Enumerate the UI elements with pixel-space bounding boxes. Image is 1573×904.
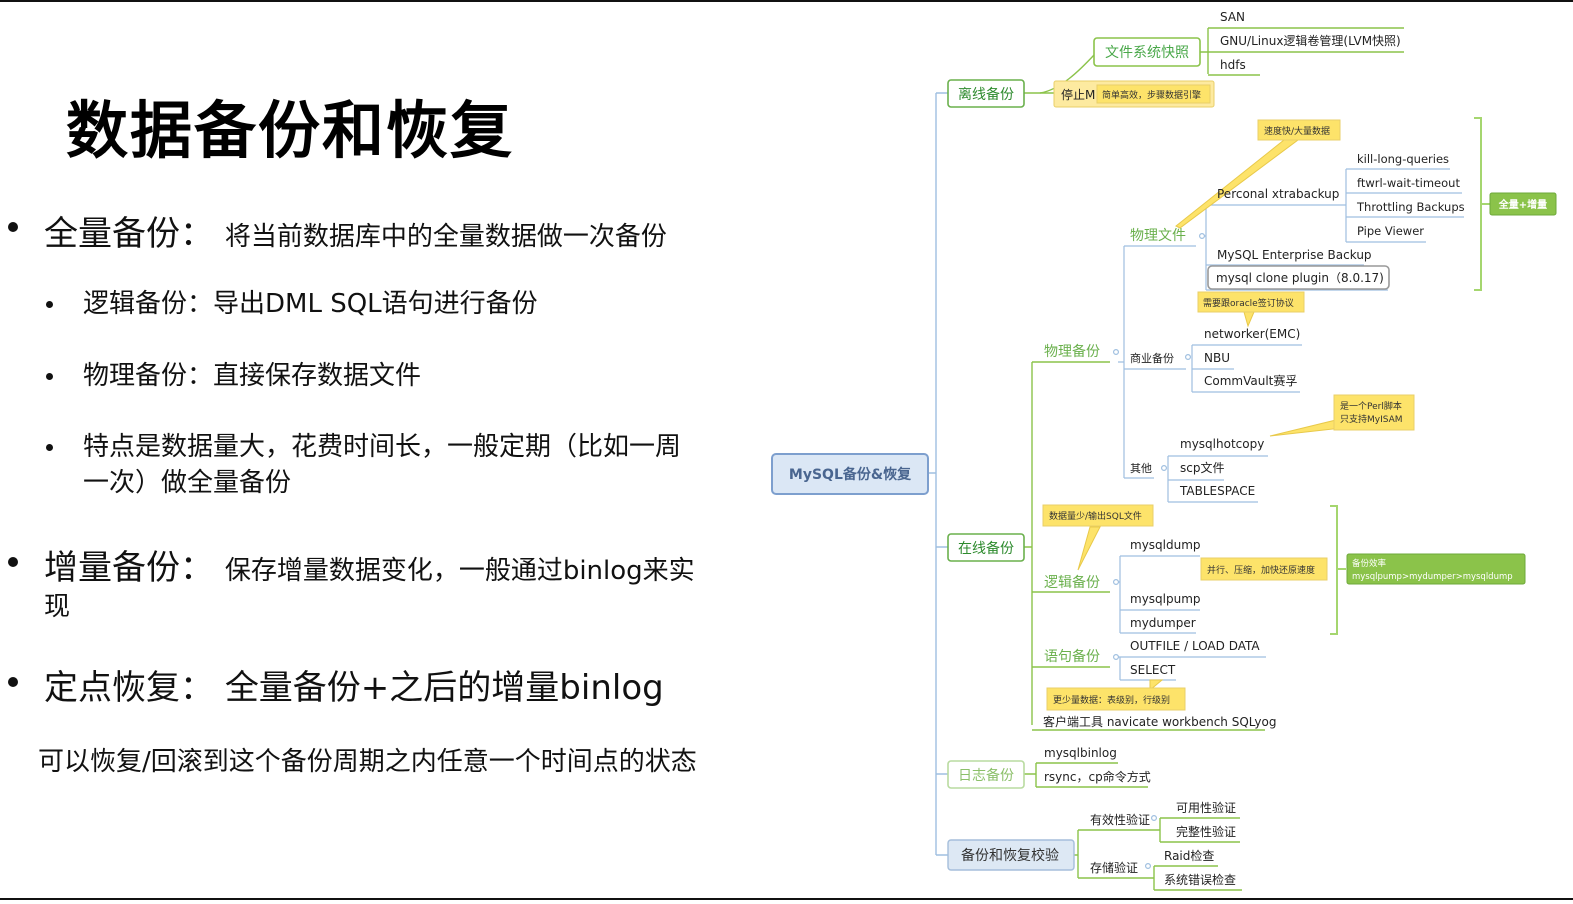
node-online: [947, 533, 1025, 562]
node-logical-label: 逻辑备份: [1044, 574, 1100, 591]
leaf-throttling: Throttling Backups: [1356, 200, 1465, 214]
node-validity-label: 有效性验证: [1090, 812, 1150, 827]
sub-bullet-dot: [46, 373, 53, 380]
leaf-hdfs: hdfs: [1220, 58, 1246, 72]
node-commercial-label: 商业备份: [1130, 351, 1174, 365]
node-log-label: 日志备份: [958, 767, 1014, 784]
footer-note: 可以恢复/回滚到这个备份周期之内任意一个时间点的状态: [38, 747, 697, 777]
node-fs-snapshot: [1093, 37, 1201, 67]
leaf-clone-box: [1207, 265, 1390, 290]
bottom-border: [0, 898, 1573, 900]
note-parallel-text: 并行、压缩，加快还原速度: [1207, 564, 1315, 576]
sub-bullet-physical: 物理备份：直接保存数据文件: [83, 361, 422, 391]
note-files-text: 速度快/大量数据: [1264, 125, 1330, 137]
leaf-rsync: rsync，cp命令方式: [1044, 769, 1151, 784]
leaf-mysqldump: mysqldump: [1130, 538, 1201, 552]
note-other: [1333, 394, 1415, 431]
leaf-commvault: CommVault赛孚: [1204, 373, 1297, 388]
sub-bullet-feature-cont: 一次）做全量备份: [83, 468, 292, 498]
leaf-select: SELECT: [1130, 663, 1176, 677]
bullet-desc: 保存增量数据变化，一般通过binlog来实: [224, 556, 695, 586]
sub-bullet-logical: 逻辑备份：导出DML SQL语句进行备份: [83, 289, 538, 319]
bullet-pitr: 定点恢复： 全量备份+之后的增量binlog: [44, 660, 664, 709]
node-statement-label: 语句备份: [1044, 648, 1100, 665]
bullet-desc: 将当前数据库中的全量数据做一次备份: [224, 222, 667, 252]
root-label: MySQL备份&恢复: [789, 466, 912, 483]
leaf-mydumper: mydumper: [1130, 616, 1196, 630]
leaf-scp: scp文件: [1180, 460, 1224, 475]
note-stop: [1096, 84, 1211, 104]
leaf-xtrabackup: Perconal xtrabackup: [1217, 187, 1339, 201]
node-verify: [947, 839, 1075, 871]
leaf-mysqlhotcopy: mysqlhotcopy: [1180, 437, 1264, 451]
bullet-dot: [8, 222, 18, 232]
top-border: [0, 0, 1573, 2]
tag-efficiency: [1346, 553, 1526, 585]
bullet-desc: 全量备份+之后的增量binlog: [224, 668, 664, 708]
note-commercial-text: 需要跟oracle签订协议: [1203, 297, 1294, 309]
note-files: [1257, 119, 1341, 141]
node-online-label: 在线备份: [958, 540, 1014, 557]
leaf-integrity: 完整性验证: [1176, 824, 1236, 839]
tag-efficiency-text: mysqlpump>mydumper>mysqldump: [1352, 572, 1513, 582]
bullet-incremental-cont: 现: [44, 592, 71, 622]
node-fs-snapshot-label: 文件系统快照: [1105, 45, 1189, 61]
slide-title: 数据备份和恢复: [66, 94, 515, 167]
node-verify-label: 备份和恢复校验: [961, 847, 1059, 864]
bullet-full-backup: 全量备份： 将当前数据库中的全量数据做一次备份: [44, 206, 667, 255]
leaf-pipe-viewer: Pipe Viewer: [1357, 224, 1424, 238]
leaf-mysqlbinlog: mysqlbinlog: [1044, 746, 1117, 760]
node-stop-label: 停止M: [1061, 87, 1095, 102]
leaf-tablespace: TABLESPACE: [1179, 484, 1255, 498]
bullet-dot: [8, 677, 18, 687]
sub-bullet-dot: [46, 444, 53, 451]
node-storage-label: 存储验证: [1090, 860, 1138, 875]
sub-bullet-feature: 特点是数据量大，花费时间长，一般定期（比如一周: [83, 432, 682, 462]
note-other-line2: 只支持MyISAM: [1340, 413, 1403, 425]
leaf-client-tools: 客户端工具 navicate workbench SQLyog: [1043, 714, 1276, 729]
leaf-mysqlpump: mysqlpump: [1130, 592, 1201, 606]
leaf-lvm: GNU/Linux逻辑卷管理(LVM快照): [1220, 33, 1401, 48]
bullet-dot: [8, 557, 18, 567]
bullet-term: 定点恢复：: [44, 668, 214, 708]
tag-full-incr: [1489, 192, 1557, 216]
note-parallel: [1200, 557, 1328, 581]
tag-efficiency-title: 备份效率: [1352, 558, 1387, 569]
leaf-san: SAN: [1220, 10, 1245, 24]
node-other-label: 其他: [1130, 462, 1152, 475]
node-physical-files-label: 物理文件: [1130, 228, 1186, 244]
leaf-system-errors: 系统错误检查: [1164, 872, 1236, 887]
leaf-networker: networker(EMC): [1204, 327, 1300, 341]
note-logical: [1042, 504, 1154, 527]
leaf-kill-long-queries: kill-long-queries: [1357, 152, 1449, 166]
note-stop-text: 简单高效，步骤数据引擎: [1102, 89, 1201, 101]
note-statement: [1046, 687, 1186, 711]
leaf-outfile: OUTFILE / LOAD DATA: [1130, 639, 1260, 653]
bullet-term: 增量备份：: [44, 548, 214, 588]
bullet-term: 全量备份：: [44, 214, 214, 254]
root-node: [771, 453, 929, 495]
leaf-ftwrl: ftwrl-wait-timeout: [1357, 176, 1460, 190]
note-other-line1: 是一个Perl脚本: [1340, 400, 1402, 412]
note-statement-text: 更少量数据：表级别，行级别: [1053, 694, 1170, 706]
tag-full-incr-text: 全量+增量: [1498, 198, 1547, 211]
note-logical-text: 数据量少/输出SQL文件: [1049, 510, 1142, 522]
node-physical-label: 物理备份: [1044, 343, 1100, 360]
bullet-incremental: 增量备份： 保存增量数据变化，一般通过binlog来实: [44, 540, 695, 589]
node-offline: [947, 79, 1025, 108]
note-commercial: [1197, 291, 1305, 313]
node-offline-label: 离线备份: [958, 86, 1014, 103]
leaf-enterprise-backup: MySQL Enterprise Backup: [1217, 248, 1372, 262]
leaf-raid: Raid检查: [1164, 848, 1214, 863]
leaf-nbu: NBU: [1204, 351, 1230, 365]
node-log: [947, 760, 1025, 789]
sub-bullet-dot: [46, 301, 53, 308]
leaf-clone-plugin: mysql clone plugin（8.0.17): [1216, 271, 1384, 285]
leaf-availability: 可用性验证: [1176, 800, 1236, 815]
